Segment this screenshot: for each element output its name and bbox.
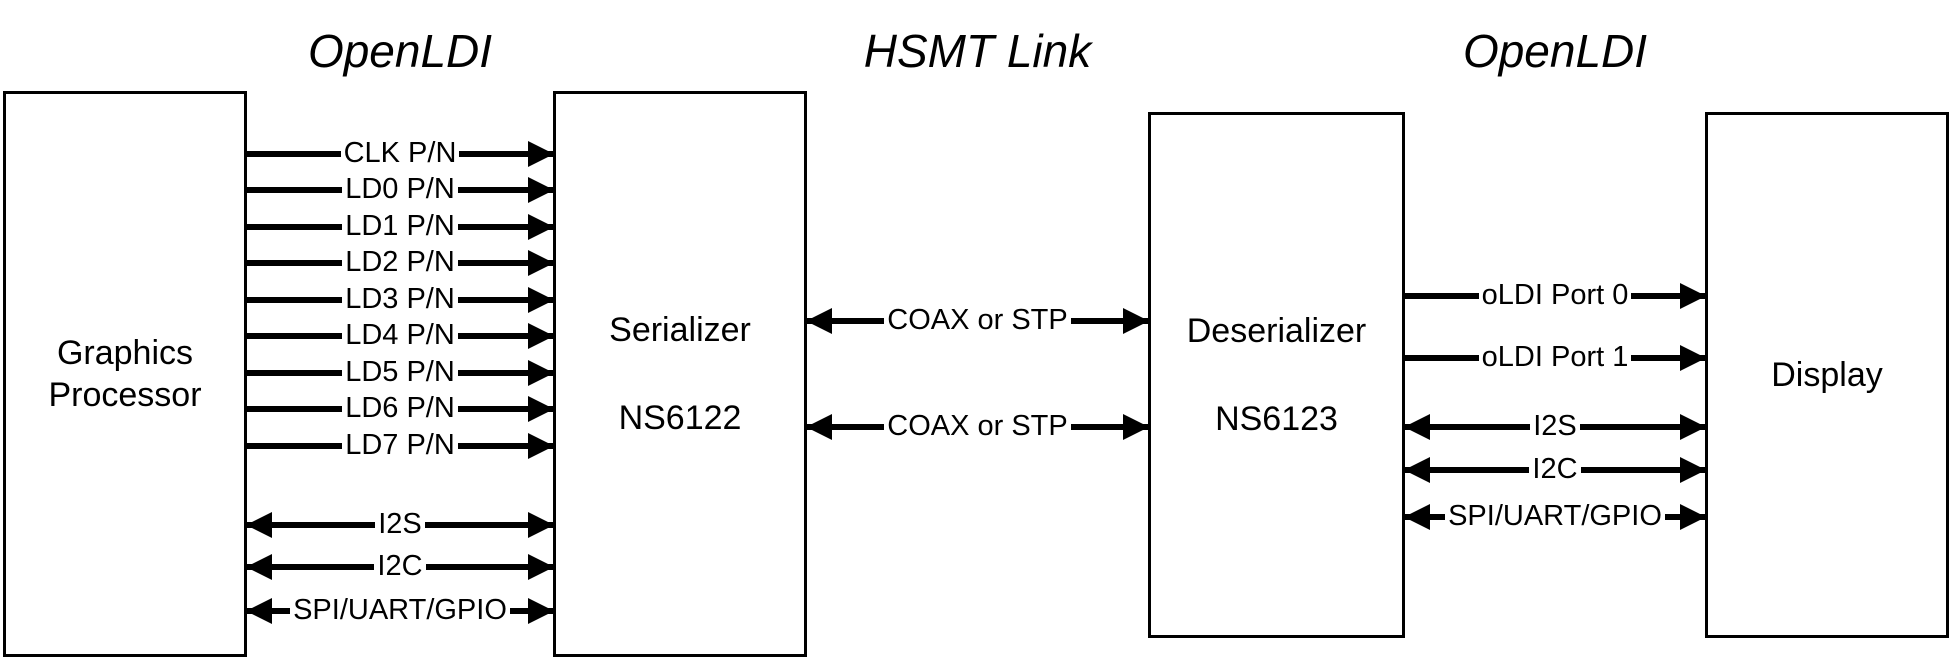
arrowhead-right-icon	[528, 396, 554, 422]
arrowhead-left-icon	[246, 598, 272, 624]
signal-label: LD5 P/N	[342, 356, 458, 389]
signal-label: CLK P/N	[340, 137, 460, 170]
arrowhead-left-icon	[246, 512, 272, 538]
arrowhead-right-icon	[528, 214, 554, 240]
signal-label: LD0 P/N	[342, 173, 458, 206]
arrowhead-right-icon	[528, 512, 554, 538]
signal-label: I2S	[375, 508, 425, 541]
signal-arrow-ld3: LD3 P/N	[247, 283, 554, 316]
signal-label: COAX or STP	[884, 410, 1071, 443]
signal-arrow-i2s-left: I2S	[246, 508, 554, 541]
signal-arrow-i2c-left: I2C	[246, 550, 554, 583]
arrowhead-left-icon	[1404, 414, 1430, 440]
signal-label: oLDI Port 1	[1478, 341, 1632, 374]
block-label: Processor	[48, 376, 202, 414]
arrowhead-right-icon	[528, 287, 554, 313]
block-deserializer: Deserializer NS6123	[1148, 112, 1405, 638]
arrowhead-right-icon	[528, 323, 554, 349]
signal-arrow-ld1: LD1 P/N	[247, 210, 554, 243]
block-serializer: Serializer NS6122	[553, 91, 807, 657]
signal-arrow-oldi-port-1: oLDI Port 1	[1405, 341, 1706, 374]
header-openldi-right: OpenLDI	[1462, 25, 1648, 77]
arrowhead-left-icon	[246, 554, 272, 580]
signal-arrow-oldi-port-0: oLDI Port 0	[1405, 279, 1706, 312]
arrowhead-left-icon	[806, 308, 832, 334]
signal-label: COAX or STP	[884, 304, 1071, 337]
arrowhead-left-icon	[1404, 504, 1430, 530]
arrowhead-right-icon	[1680, 457, 1706, 483]
signal-label: LD4 P/N	[342, 319, 458, 352]
signal-arrow-spi-uart-gpio-left: SPI/UART/GPIO	[246, 594, 554, 627]
signal-label: LD6 P/N	[342, 392, 458, 425]
signal-arrow-spi-uart-gpio-right: SPI/UART/GPIO	[1404, 500, 1706, 533]
arrowhead-right-icon	[528, 360, 554, 386]
signal-arrow-i2s-right: I2S	[1404, 410, 1706, 443]
signal-arrow-clk: CLK P/N	[247, 137, 554, 170]
signal-label: I2S	[1530, 410, 1580, 443]
signal-label: I2C	[374, 550, 426, 583]
signal-label: LD1 P/N	[342, 210, 458, 243]
block-part-number: NS6122	[618, 399, 742, 437]
header-hsmt-link: HSMT Link	[863, 25, 1092, 77]
block-label: Serializer	[609, 310, 751, 349]
signal-arrow-ld6: LD6 P/N	[247, 392, 554, 425]
arrowhead-right-icon	[528, 250, 554, 276]
arrowhead-right-icon	[1680, 504, 1706, 530]
arrowhead-right-icon	[528, 554, 554, 580]
arrowhead-right-icon	[1680, 283, 1706, 309]
signal-label: LD3 P/N	[342, 283, 458, 316]
block-label: Graphics	[56, 333, 194, 372]
header-openldi-left: OpenLDI	[307, 25, 493, 77]
signal-label: SPI/UART/GPIO	[1445, 500, 1665, 533]
arrowhead-right-icon	[528, 141, 554, 167]
block-part-number: NS6123	[1215, 400, 1338, 438]
signal-label: I2C	[1529, 453, 1581, 486]
arrowhead-right-icon	[1680, 345, 1706, 371]
signal-label: LD7 P/N	[342, 429, 458, 462]
block-label: Deserializer	[1186, 311, 1367, 350]
signal-label: oLDI Port 0	[1478, 279, 1632, 312]
arrowhead-right-icon	[1123, 414, 1149, 440]
signal-arrow-ld7: LD7 P/N	[247, 429, 554, 462]
signal-arrow-ld5: LD5 P/N	[247, 356, 554, 389]
signal-arrow-i2c-right: I2C	[1404, 453, 1706, 486]
signal-arrow-coax-2: COAX or STP	[806, 410, 1149, 443]
block-graphics-processor: Graphics Processor	[3, 91, 247, 657]
signal-label: LD2 P/N	[342, 246, 458, 279]
signal-arrow-coax-1: COAX or STP	[806, 304, 1149, 337]
signal-arrow-ld0: LD0 P/N	[247, 173, 554, 206]
arrowhead-right-icon	[1123, 308, 1149, 334]
signal-arrow-ld2: LD2 P/N	[247, 246, 554, 279]
signal-label: SPI/UART/GPIO	[290, 594, 510, 627]
arrowhead-right-icon	[528, 433, 554, 459]
arrowhead-right-icon	[1680, 414, 1706, 440]
signal-arrow-ld4: LD4 P/N	[247, 319, 554, 352]
arrowhead-left-icon	[806, 414, 832, 440]
arrowhead-right-icon	[528, 177, 554, 203]
arrowhead-right-icon	[528, 598, 554, 624]
arrowhead-left-icon	[1404, 457, 1430, 483]
block-label: Display	[1771, 355, 1883, 394]
block-display: Display	[1705, 112, 1949, 638]
